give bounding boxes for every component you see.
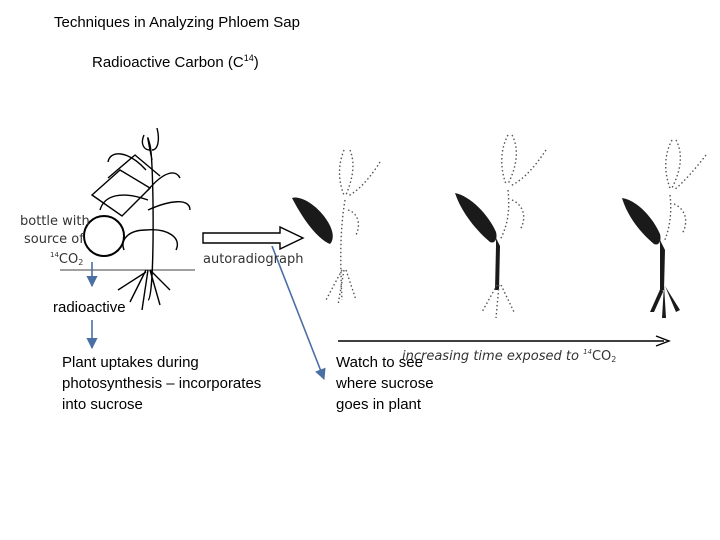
uptake-line-1: Plant uptakes during <box>62 352 261 373</box>
uptake-line-2: photosynthesis – incorporates <box>62 373 261 394</box>
plant-autoradiograph-3 <box>622 140 706 318</box>
time-axis-subscript: 2 <box>611 355 616 364</box>
hollow-arrow-shape <box>203 227 303 249</box>
radioactive-label: radioactive <box>53 299 126 317</box>
plant-autoradiograph-2 <box>455 135 546 318</box>
time-axis-arrow <box>338 336 669 346</box>
co2-text: CO <box>59 252 78 267</box>
time-axis-label: increasing time exposed to 14CO2 <box>402 348 616 365</box>
watch-callout: Watch to see where sucrose goes in plant <box>336 352 434 415</box>
autoradiograph-label: autoradiograph <box>203 252 303 268</box>
watch-line-1: Watch to see <box>336 352 434 373</box>
time-axis-superscript: 14 <box>583 348 592 356</box>
plant-autoradiograph-1 <box>292 150 380 305</box>
uptake-line-3: into sucrose <box>62 394 261 415</box>
co2-label: 14CO2 <box>50 251 83 268</box>
uptake-callout: Plant uptakes during photosynthesis – in… <box>62 352 261 415</box>
co2-subscript: 2 <box>78 258 83 267</box>
watch-line-2: where sucrose <box>336 373 434 394</box>
time-axis-co: CO <box>592 349 611 364</box>
bottle-circle <box>84 216 124 256</box>
watch-line-3: goes in plant <box>336 394 434 415</box>
co2-superscript: 14 <box>50 251 59 259</box>
bottle-label-line-1: bottle with <box>20 214 90 230</box>
bottle-label-line-2: source of <box>24 232 84 248</box>
